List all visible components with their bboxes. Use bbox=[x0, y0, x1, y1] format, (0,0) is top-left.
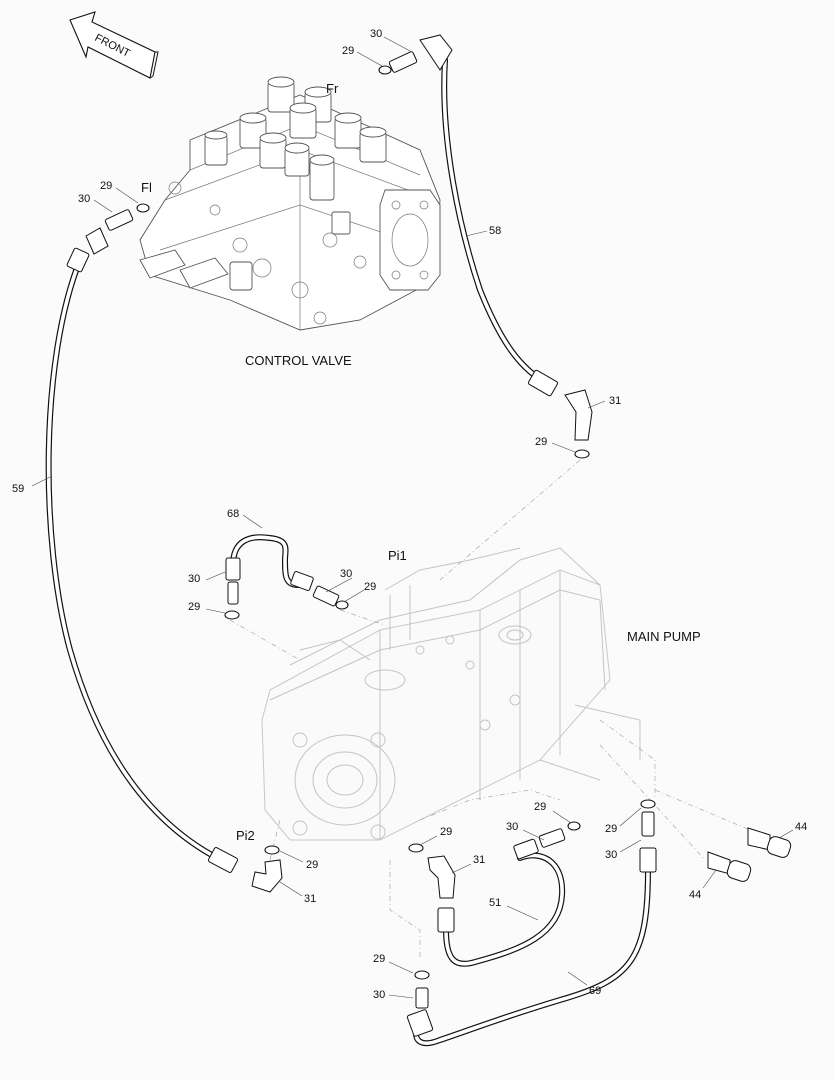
plug-44-upper bbox=[747, 827, 792, 858]
plug-44-lower bbox=[707, 851, 752, 882]
callout-30-bottom: 30 bbox=[373, 989, 385, 1001]
hose-59 bbox=[45, 227, 239, 873]
callout-29-left: 29 bbox=[100, 180, 112, 192]
port-label-fr: Fr bbox=[326, 81, 339, 96]
elbow-31-pi2 bbox=[251, 845, 283, 893]
port-label-pi1: Pi1 bbox=[388, 548, 407, 563]
callout-30-mid-left: 30 bbox=[188, 573, 200, 585]
control-valve-label: CONTROL VALVE bbox=[245, 353, 352, 368]
callout-30-top: 30 bbox=[370, 28, 382, 40]
callout-29-mid-left: 29 bbox=[188, 601, 200, 613]
callout-29-hose51: 29 bbox=[534, 801, 546, 813]
port-label-fl: Fl bbox=[141, 180, 152, 195]
hose-58 bbox=[419, 34, 559, 397]
callout-29-pump-right: 29 bbox=[605, 823, 617, 835]
callout-30-left: 30 bbox=[78, 193, 90, 205]
callout-29-right: 29 bbox=[535, 436, 547, 448]
callout-30-mid-right: 30 bbox=[340, 568, 352, 580]
fitting-30-fl bbox=[104, 203, 150, 231]
callout-labels: 30 29 29 30 58 31 29 59 68 30 29 30 29 4… bbox=[12, 28, 807, 1001]
callout-31-right: 31 bbox=[609, 395, 621, 407]
callout-29-mid-right: 29 bbox=[364, 581, 376, 593]
callout-31-pump-center: 31 bbox=[473, 854, 485, 866]
callout-29-bottom: 29 bbox=[373, 953, 385, 965]
control-valve bbox=[139, 76, 441, 331]
hose-51 bbox=[437, 821, 581, 967]
assembly-centerlines bbox=[229, 459, 751, 960]
main-pump-label: MAIN PUMP bbox=[627, 629, 701, 644]
callout-30-pump-right: 30 bbox=[605, 849, 617, 861]
front-arrow: FRONT bbox=[69, 11, 159, 79]
callout-58: 58 bbox=[489, 225, 501, 237]
callout-59: 59 bbox=[12, 483, 24, 495]
callout-69: 69 bbox=[589, 985, 601, 997]
callout-44-lower: 44 bbox=[689, 889, 701, 901]
callout-30-hose51: 30 bbox=[506, 821, 518, 833]
callout-68: 68 bbox=[227, 508, 239, 520]
callout-29-top: 29 bbox=[342, 45, 354, 57]
hose-69 bbox=[406, 847, 657, 1047]
leader-lines bbox=[31, 36, 794, 999]
elbow-31-right bbox=[564, 389, 593, 459]
port-label-pi2: Pi2 bbox=[236, 828, 255, 843]
callout-29-pi2: 29 bbox=[306, 859, 318, 871]
callout-31-pi2: 31 bbox=[304, 893, 316, 905]
hose-68 bbox=[224, 534, 349, 620]
callout-51: 51 bbox=[489, 897, 501, 909]
callout-44-upper: 44 bbox=[795, 821, 807, 833]
fitting-30-pump-right bbox=[640, 799, 656, 837]
elbow-31-pump-center bbox=[408, 843, 456, 899]
callout-29-pump-center: 29 bbox=[440, 826, 452, 838]
fitting-30-fr bbox=[378, 51, 418, 75]
main-pump bbox=[261, 547, 641, 841]
